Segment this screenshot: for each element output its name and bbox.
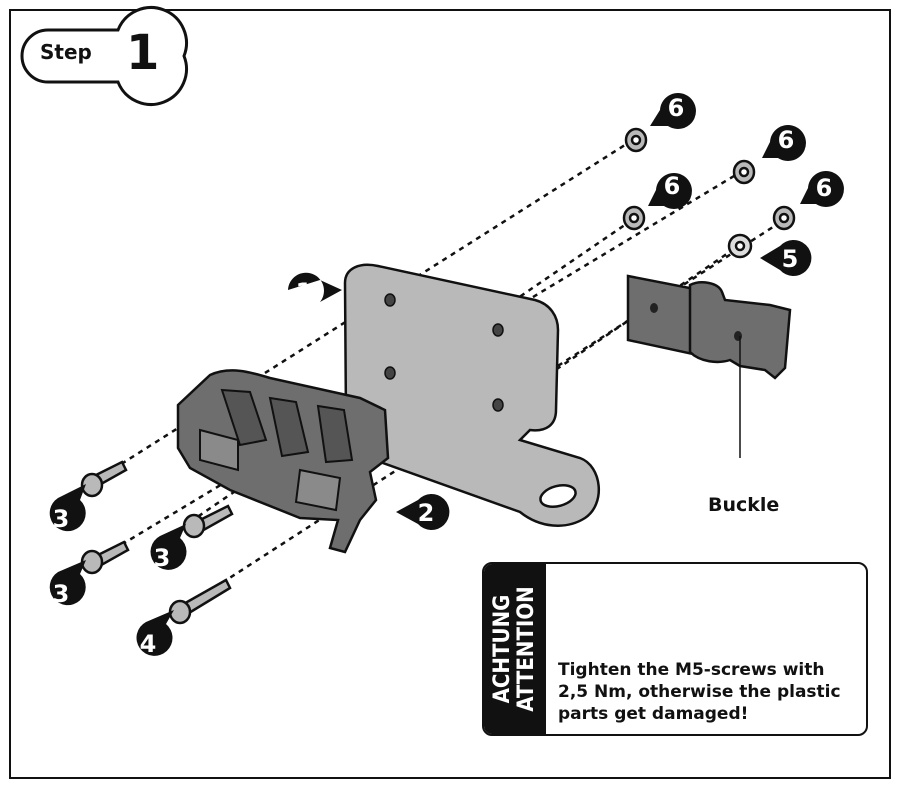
attention-side-bar: ACHTUNG ATTENTION (484, 564, 546, 734)
svg-text:1: 1 (296, 278, 313, 306)
callout-part-1: 1 (288, 272, 342, 306)
base-unit (176, 369, 390, 554)
step-number: 1 (126, 25, 160, 81)
attention-title-en: ATTENTION (514, 586, 539, 712)
svg-text:5: 5 (782, 245, 799, 273)
callout-screw-3c: 3 (150, 524, 187, 572)
attention-title: ACHTUNG ATTENTION (490, 586, 539, 712)
svg-text:3: 3 (53, 580, 70, 608)
svg-text:3: 3 (53, 505, 70, 533)
callout-nut-6d: 6 (800, 171, 844, 208)
attention-notice: ACHTUNG ATTENTION Tighten the M5-screws … (482, 562, 868, 736)
mounting-plate (343, 263, 600, 527)
svg-text:6: 6 (816, 174, 833, 202)
attention-text: Tighten the M5-screws with 2,5 Nm, other… (558, 660, 841, 724)
screws (80, 460, 234, 625)
callout-part-2: 2 (396, 494, 450, 530)
step-badge (20, 6, 188, 106)
svg-text:6: 6 (664, 172, 681, 200)
buckle-part (626, 274, 792, 458)
step-label: Step (40, 40, 92, 64)
nuts (622, 127, 796, 259)
attention-title-de: ACHTUNG (490, 594, 515, 704)
svg-text:3: 3 (154, 544, 171, 572)
svg-text:2: 2 (418, 499, 435, 527)
callout-screw-4: 4 (136, 610, 174, 658)
callout-nut-6b: 6 (762, 125, 806, 162)
svg-text:4: 4 (140, 630, 157, 658)
callout-nut-6c: 6 (648, 172, 692, 210)
svg-text:6: 6 (778, 126, 795, 154)
callout-nut-6a: 6 (650, 93, 696, 130)
callout-screw-3b: 3 (49, 560, 86, 608)
callout-washer-5: 5 (760, 240, 812, 277)
buckle-label: Buckle (708, 494, 780, 516)
svg-text:6: 6 (668, 94, 685, 122)
callout-screw-3a: 3 (49, 484, 86, 533)
page-border (9, 9, 891, 779)
